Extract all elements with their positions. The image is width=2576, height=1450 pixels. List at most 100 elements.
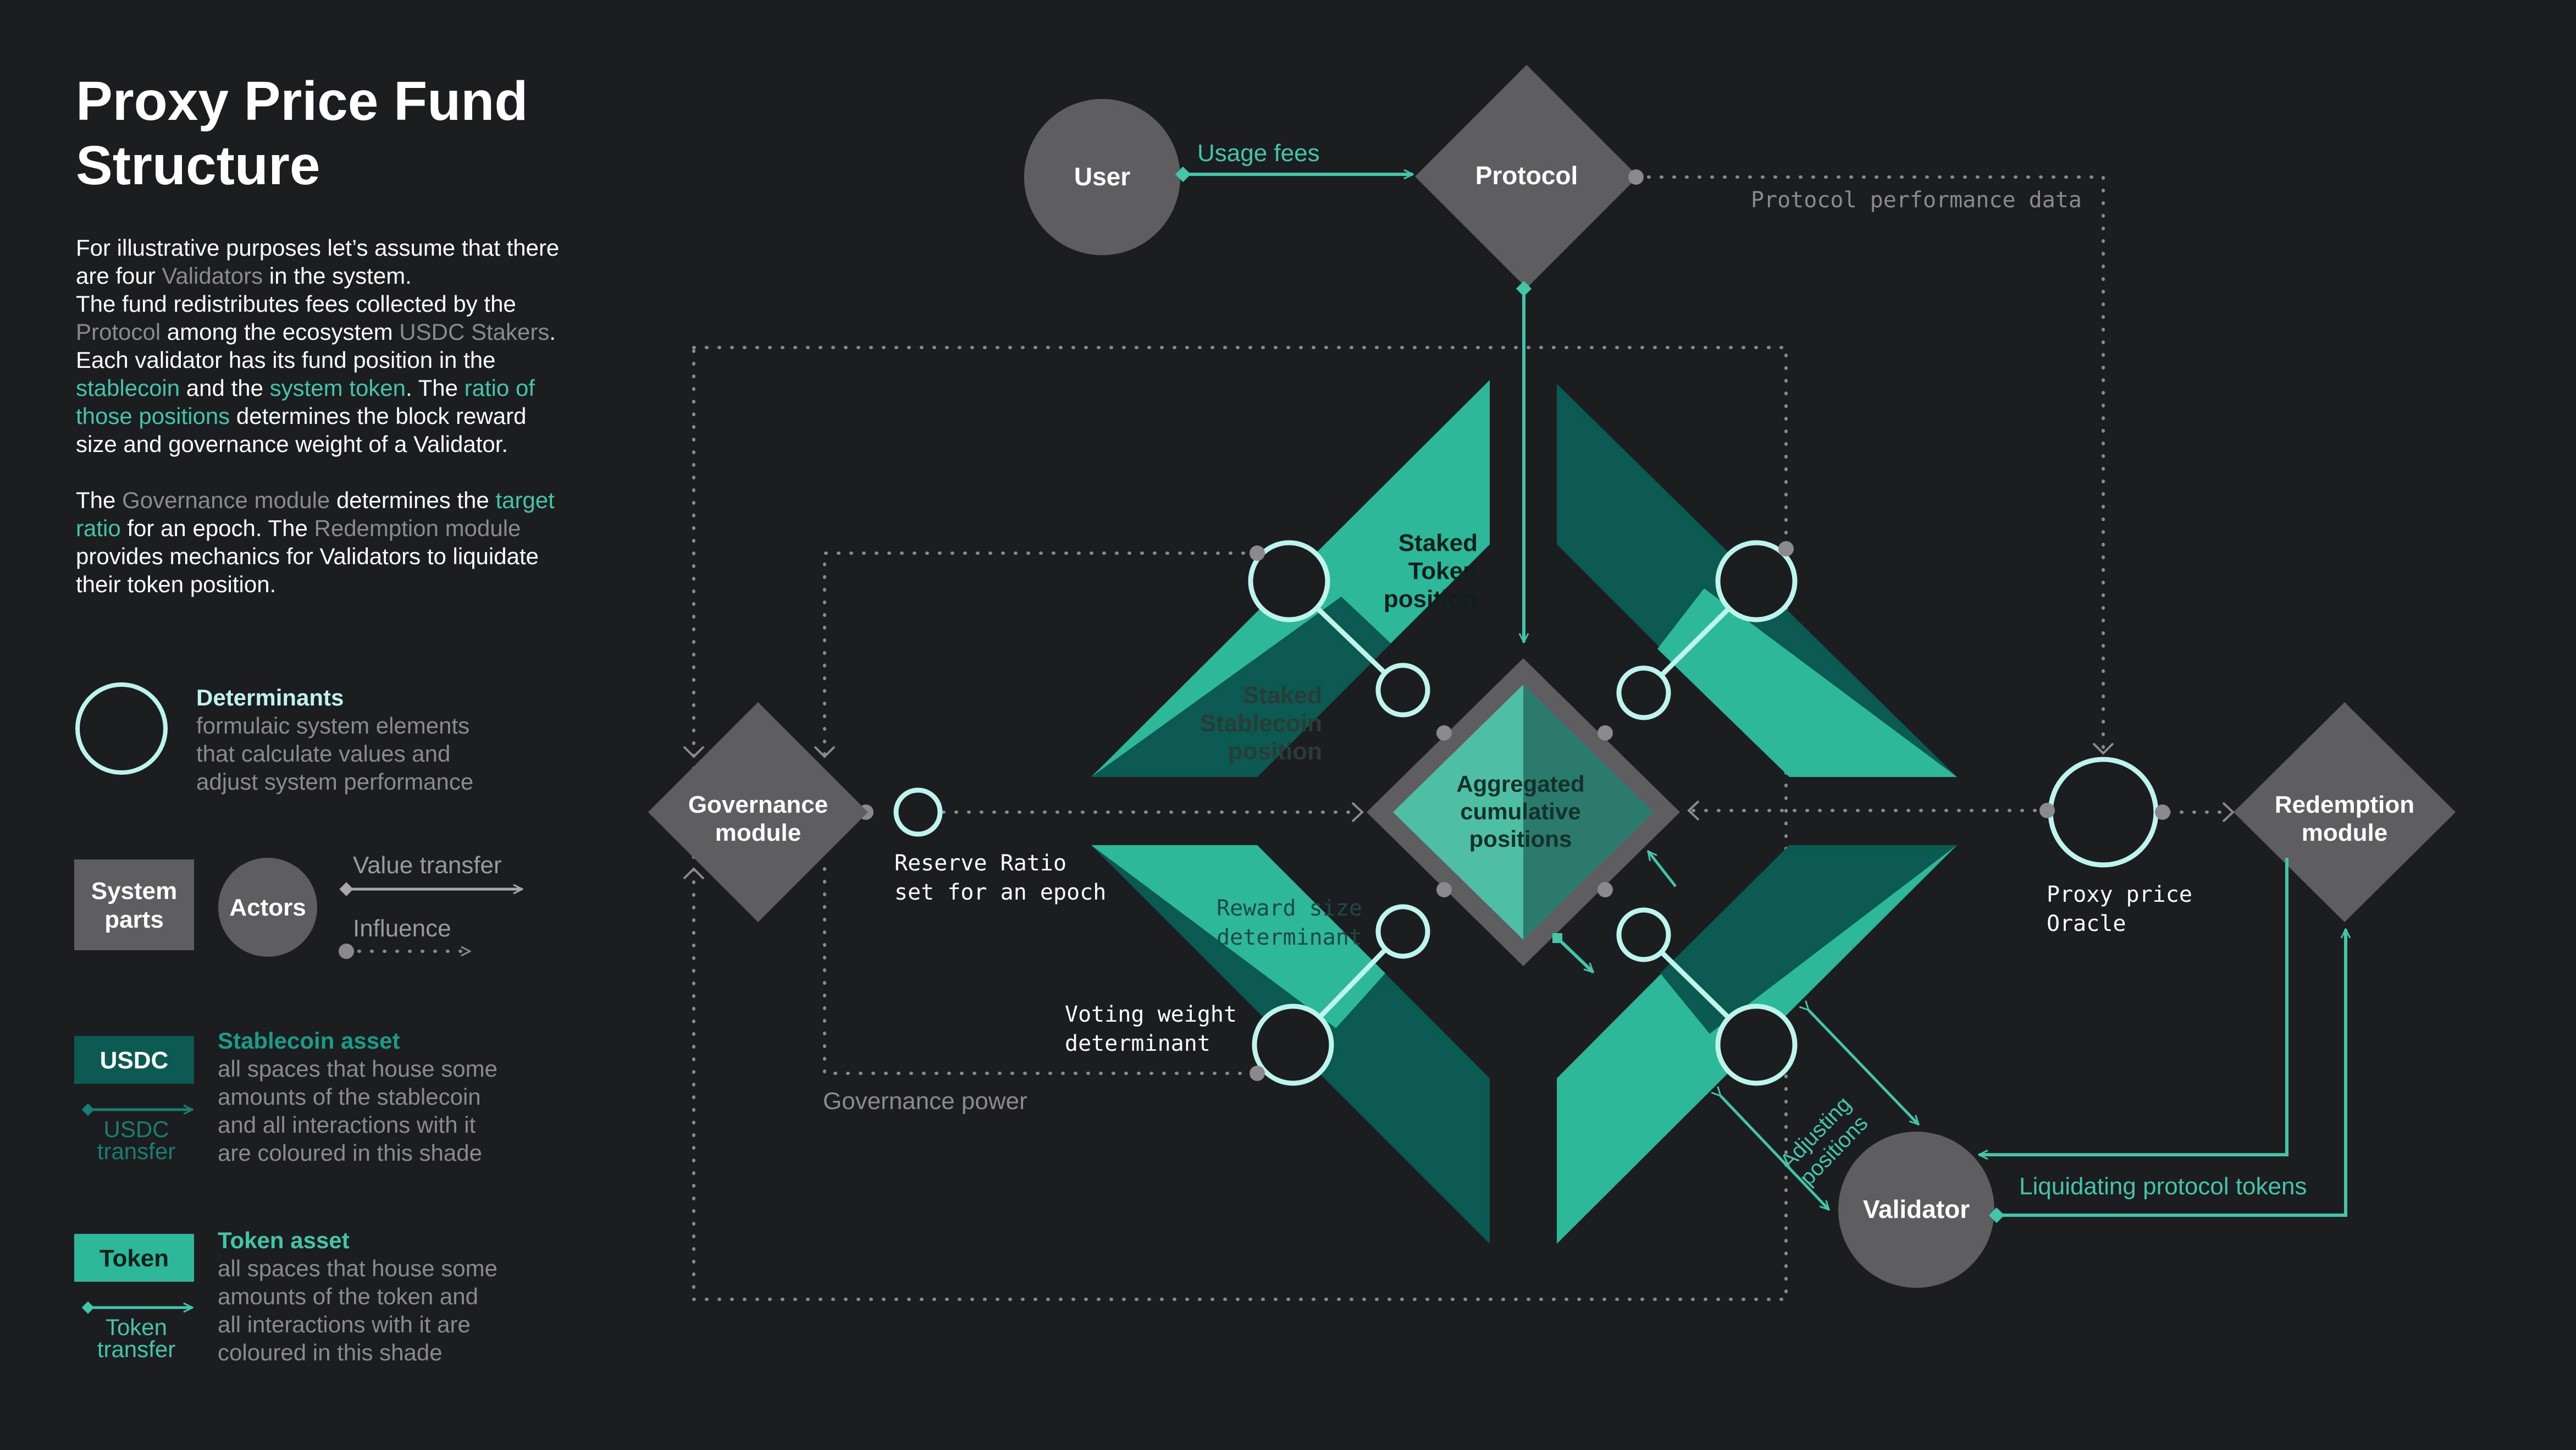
value-transfer-origin [339, 882, 353, 896]
liquidating-label: Liquidating protocol tokens [2019, 1173, 2307, 1200]
actors-swatch [218, 858, 317, 957]
text-run: Protocol [76, 319, 161, 345]
text-run: target [495, 487, 555, 513]
token-transfer-label-2: transfer [97, 1336, 175, 1362]
influence-label: Influence [353, 915, 451, 942]
aggregate-to-quadrant-arrow [1555, 936, 1593, 972]
liquidating-origin [1988, 1207, 2005, 1223]
gov-lines-line-4: their token position. [76, 571, 276, 597]
text-run: system token [270, 375, 406, 401]
intro-lines-line-3: The fund redistributes fees collected by… [76, 291, 516, 317]
protocol-diamond [1415, 65, 1638, 288]
quadrant-bottom-left-token [1091, 845, 1385, 1028]
token-desc-2: amounts of the token and [218, 1283, 478, 1309]
usage-fees-origin [1175, 166, 1191, 183]
aggregate-label-1: Aggregated [1456, 771, 1584, 797]
reserve-ratio-label-2: set for an epoch [894, 880, 1106, 905]
staked-token-label-3: position [1384, 586, 1478, 613]
arrowhead-aggregate-right [1687, 800, 1700, 821]
stablecoin-desc-3: and all interactions with it [218, 1112, 476, 1138]
redemption-return-arrow [1979, 858, 2288, 1155]
staked-token-label-2: Token [1408, 558, 1478, 585]
arrowhead-governance-bottom [683, 867, 705, 880]
legend-determinants-desc-3: adjust system performance [196, 769, 473, 795]
staked-stablecoin-label-1: Staked [1243, 682, 1322, 709]
title-line-2: Structure [76, 135, 320, 196]
text-run: are four [76, 263, 162, 289]
influence-arrowheads [683, 742, 2235, 880]
governance-label-2: module [715, 819, 801, 846]
text-run: size and governance weight of a Validato… [76, 431, 508, 457]
text-run: their token position. [76, 571, 276, 597]
user-circle [1024, 99, 1180, 255]
proxy-oracle-label-1: Proxy price [2047, 882, 2192, 907]
user-node: User [1024, 99, 1180, 255]
aggregated-positions-node: Aggregated cumulative positions [1367, 658, 1680, 966]
redemption-label-2: module [2302, 819, 2387, 846]
adjusting-positions-arrow-bottom [1721, 1096, 1829, 1210]
system-parts-label-1: System [91, 878, 178, 905]
arrowhead-governance-right [814, 746, 836, 758]
arrowhead-redemption [2222, 802, 2235, 823]
reserve-ratio-determinant [893, 787, 943, 837]
quadrant-to-aggregate-arrow [1648, 851, 1677, 887]
gov-lines-line-2: ratio for an epoch. The Redemption modul… [76, 515, 521, 541]
governance-label-1: Governance [688, 791, 828, 818]
voting-weight-label-1: Voting weight [1065, 1002, 1237, 1027]
quadrant-labels: Staked Token position Staked Stablecoin … [1200, 530, 1478, 765]
legend-determinants-desc-1: formulaic system elements [196, 713, 469, 738]
legend-token: Token Token transfer Token asset all spa… [74, 1227, 497, 1365]
outer-influence-loop [692, 346, 1788, 1301]
intro-lines-line-4: Protocol among the ecosystem USDC Staker… [76, 319, 556, 345]
aggregate-label-3: positions [1469, 826, 1572, 852]
intro-paragraph: For illustrative purposes let’s assume t… [76, 235, 559, 457]
governance-power-path [823, 867, 1258, 1075]
influence-origin [339, 944, 354, 959]
quadrant-bottom-right-stable [1660, 845, 1957, 1034]
intro-lines-line-1: For illustrative purposes let’s assume t… [76, 235, 559, 261]
arrowhead-oracle-top [2092, 742, 2114, 755]
protocol-perf-origin [1628, 169, 1644, 185]
protocol-label: Protocol [1475, 161, 1578, 190]
legend-system-parts: System parts Actors Value transfer Influ… [74, 852, 522, 959]
reserve-ratio-label-1: Reserve Ratio [894, 851, 1066, 876]
governance-power-label: Governance power [823, 1088, 1027, 1115]
text-run: stablecoin [76, 375, 180, 401]
intro-lines-line-2: are four Validators in the system. [76, 263, 412, 289]
stablecoin-desc-1: all spaces that house some [218, 1056, 497, 1082]
text-run: Each validator has its fund position in … [76, 347, 495, 373]
text-run: for an epoch. The [121, 515, 314, 541]
token-swatch [74, 1234, 194, 1282]
redemption-module-node: Redemption module [2234, 702, 2456, 922]
redemption-diamond [2234, 702, 2456, 922]
staked-to-governance-path [823, 552, 1258, 760]
actors-label: Actors [229, 894, 306, 921]
text-run: ratio [76, 515, 121, 541]
text-run: determines the [330, 487, 495, 513]
token-swatch-label: Token [99, 1245, 169, 1272]
text-run: The [76, 487, 122, 513]
text-run: in the system. [263, 263, 412, 289]
voting-weight-label-2: determinant [1065, 1031, 1210, 1056]
usage-fees-label: Usage fees [1197, 140, 1320, 167]
system-parts-label-2: parts [104, 906, 164, 933]
title-line-1: Proxy Price Fund [76, 70, 528, 132]
text-run: and the [180, 375, 269, 401]
protocol-node: Protocol [1415, 65, 1644, 288]
text-run: provides mechanics for Validators to liq… [76, 543, 539, 569]
influence-paths [692, 175, 2225, 1301]
gov-lines-line-1: The Governance module determines the tar… [76, 487, 555, 513]
determinant-top-right-inner [1616, 665, 1671, 720]
text-run: Governance module [122, 487, 330, 513]
determinants [893, 540, 2159, 1086]
token-desc-1: all spaces that house some [218, 1255, 497, 1281]
text-run: determines the block reward [230, 403, 526, 429]
text-run: The fund redistributes fees collected by… [76, 291, 516, 317]
usdc-transfer-label-1: USDC [103, 1116, 169, 1142]
determinant-bottom-right-outer [1715, 1004, 1798, 1086]
stablecoin-title: Stablecoin asset [218, 1028, 400, 1054]
legend-determinants-title: Determinants [196, 685, 344, 710]
text-run: ratio of [465, 375, 535, 401]
validator-label: Validator [1863, 1195, 1970, 1223]
